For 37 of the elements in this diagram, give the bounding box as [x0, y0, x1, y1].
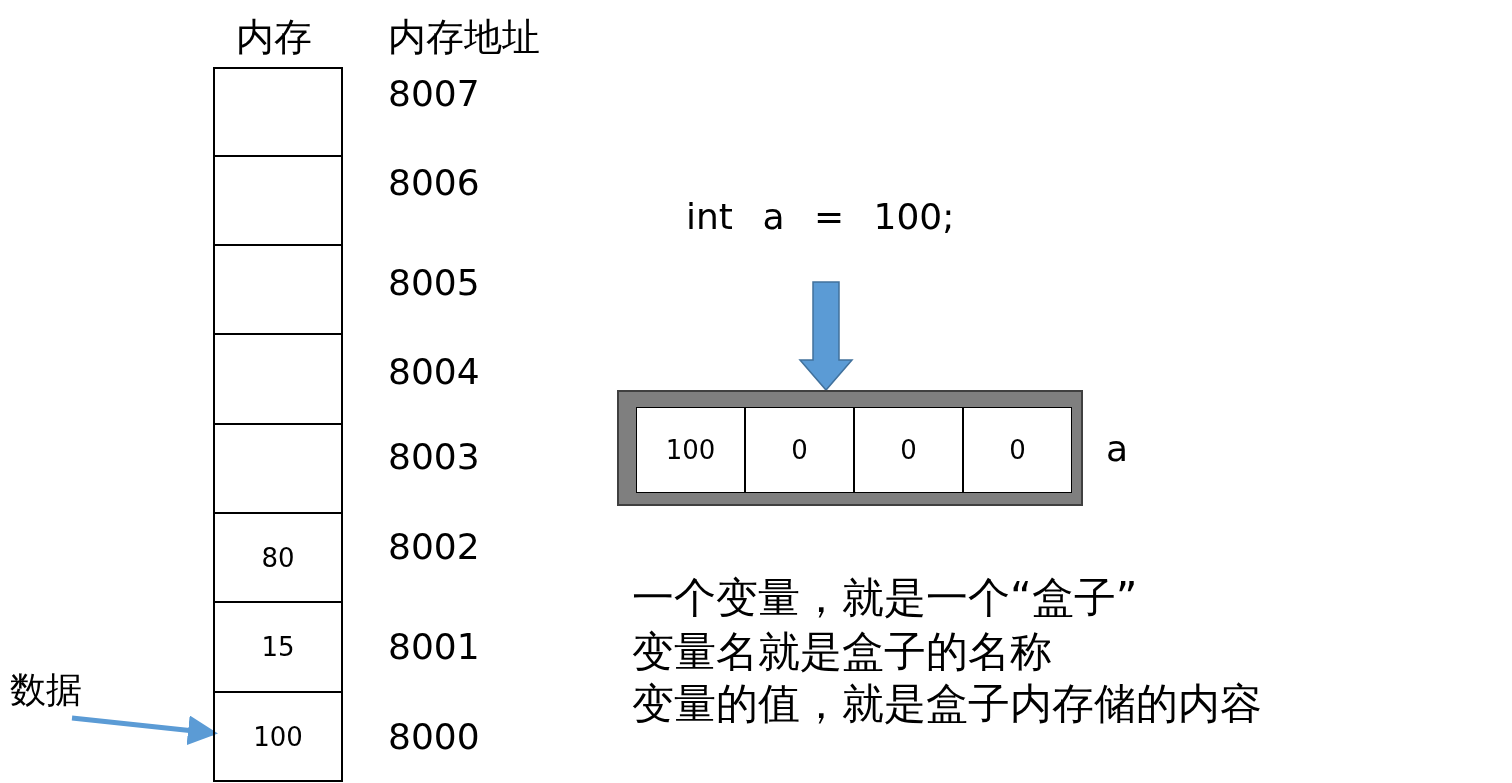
column-header: 内存: [236, 14, 312, 61]
byte-cell: [745, 407, 854, 493]
memory-cell: [213, 514, 343, 603]
memory-address: 8005: [388, 262, 480, 303]
cell-value: 0: [791, 435, 808, 465]
memory-cell: [213, 246, 343, 335]
cell-value: 80: [261, 542, 295, 573]
memory-address: 8004: [388, 351, 480, 392]
cell-value: 0: [900, 435, 917, 465]
memory-address: 8003: [388, 436, 480, 477]
byte-cell: [854, 407, 963, 493]
note-text: 变量名就是盒子的名称: [632, 626, 1052, 678]
cell-value: 100: [665, 435, 716, 465]
cell-value: 15: [261, 632, 295, 662]
memory-address: 8006: [388, 162, 480, 203]
column-header: 内存地址: [388, 14, 540, 61]
memory-cell: [213, 603, 343, 693]
byte-cell: [963, 407, 1072, 493]
cell-value: 0: [1009, 435, 1026, 465]
memory-address: 8002: [388, 526, 480, 567]
byte-cell: [636, 407, 745, 493]
variable-name: a: [1106, 428, 1129, 469]
memory-address: 8007: [388, 73, 480, 114]
callout-text: 数据: [10, 668, 105, 712]
variable-box-frame: [617, 390, 1083, 506]
memory-address: 8001: [388, 626, 480, 667]
memory-cell: [213, 156, 343, 246]
memory-cell: [213, 67, 343, 157]
memory-cell: [213, 424, 343, 514]
block-arrow: [798, 281, 854, 392]
memory-cell: [213, 335, 343, 425]
cell-value: 100: [253, 721, 303, 752]
arrow: [71, 715, 218, 746]
note-text: 一个变量，就是一个“盒子”: [632, 572, 1138, 624]
memory-cell: [213, 693, 343, 782]
memory-address: 8000: [388, 716, 480, 757]
note-text: 变量的值，就是盒子内存储的内容: [632, 678, 1262, 730]
